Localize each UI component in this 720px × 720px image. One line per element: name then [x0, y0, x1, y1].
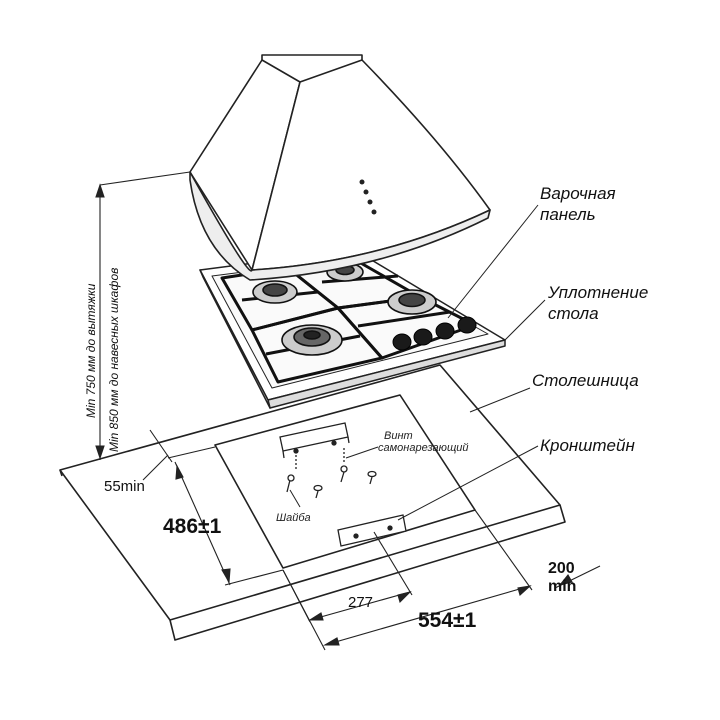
cooktop — [199, 249, 506, 409]
countertop — [59, 364, 566, 641]
note-cabinet-clearance: Min 850 мм до навесных шкафов — [107, 267, 121, 452]
label-seal-line1: Уплотнение — [548, 283, 649, 302]
label-cooktop-line2: панель — [540, 205, 596, 224]
label-washer: Шайба — [276, 512, 311, 524]
knobs — [392, 316, 477, 351]
label-screw-line1: Винт — [384, 430, 413, 442]
screw-2 — [340, 448, 348, 483]
range-hood — [189, 54, 491, 281]
label-screw-line2: самонарезающий — [378, 442, 469, 454]
dim-center: 277 — [348, 594, 374, 611]
label-bracket: Кронштейн — [540, 436, 635, 455]
dim-edge-min: 55min — [104, 478, 145, 495]
dim-depth: 486±1 — [163, 515, 222, 538]
dim-wall-top: 200 — [548, 560, 575, 577]
dim-wall-bottom: min — [548, 578, 577, 595]
bracket-rear — [279, 422, 350, 459]
bracket-front — [337, 514, 407, 547]
label-cooktop-line1: Варочная — [540, 184, 616, 203]
screw-1 — [286, 455, 297, 493]
washer-2 — [367, 470, 377, 485]
knob-3 — [435, 322, 455, 340]
leader-lines — [289, 204, 546, 521]
knob-1 — [392, 333, 412, 351]
note-hood-clearance: Min 750 мм до вытяжки — [84, 283, 98, 418]
label-seal-line2: стола — [548, 304, 599, 323]
washer-1 — [313, 484, 323, 499]
hood-indicator-lights — [359, 179, 377, 215]
knob-2 — [413, 328, 433, 346]
label-countertop: Столешница — [532, 371, 639, 390]
knob-4 — [457, 316, 477, 334]
dimension-lines — [95, 171, 601, 651]
mounting-hardware — [279, 422, 407, 547]
dim-width: 554±1 — [418, 609, 477, 632]
